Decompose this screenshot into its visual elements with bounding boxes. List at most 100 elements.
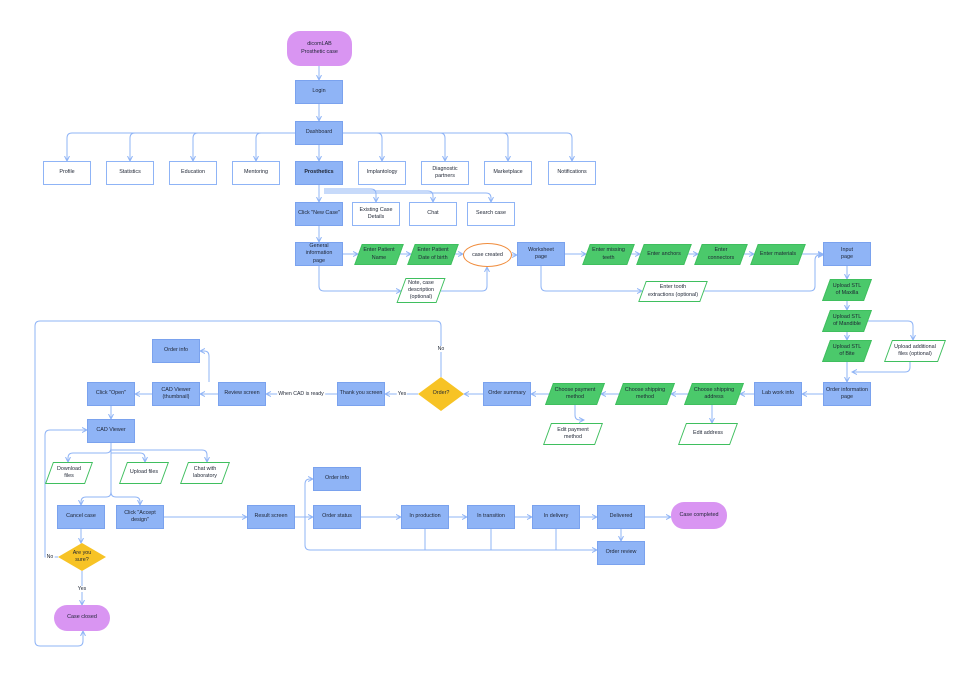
review-screen-step: Review screen [218,382,266,406]
edge-dashboard-branch [343,132,445,161]
choose-payment-method-label: Choose payment method [554,386,596,400]
enter-anchors-input: Enter anchors [636,244,692,265]
upload-stl-maxilla-input: Upload STL of Maxilla [821,279,873,301]
edge-result-order-info [304,479,313,517]
order-decision-label: Order? [432,390,450,397]
upload-additional-files-input: Upload additional files (optional) [883,340,947,362]
edge-prosthetics-chat [324,190,433,202]
download-files-label: Download files [57,465,81,479]
enter-patient-name-input: Enter Patient Name [354,244,404,265]
note-case-description-input: Note, case description (optional) [396,278,446,303]
choose-shipping-address-input: Choose shipping address [683,383,745,405]
profile-box: Profile [43,161,91,185]
choose-payment-method-input: Choose payment method [544,383,606,405]
dashboard-step: Dashboard [295,121,343,145]
choose-shipping-method-label: Choose shipping method [624,386,666,400]
click-new-case-step: Click "New Case" [295,202,343,226]
upload-stl-mandible-label: Upload STL of Mandible [832,313,862,327]
case-closed-end: Case closed [54,605,110,631]
edge-label-when-cad-ready: When CAD is ready [277,391,325,397]
enter-patient-dob-input: Enter Patient Date of birth [407,244,459,265]
enter-missing-teeth-label: Enter missing teeth [592,247,625,261]
upload-files-label: Upload files [129,469,159,476]
cancel-case-step: Cancel case [57,505,105,529]
order-info-bottom-step: Order info [313,467,361,491]
edit-payment-method-label: Edit payment method [557,426,589,440]
in-transition-step: In transition [467,505,515,529]
enter-connectors-input: Enter connectors [694,244,748,265]
edge-dashboard-branch [343,132,572,161]
edge-note-created [441,267,487,292]
choose-shipping-method-input: Choose shipping method [614,383,676,405]
enter-missing-teeth-input: Enter missing teeth [582,244,635,265]
edge-label-no-left: No [45,554,55,560]
enter-patient-dob-label: Enter Patient Date of birth [417,247,449,261]
edge-mandible-additional [868,320,913,340]
edit-address-input: Edit address [677,423,739,445]
enter-anchors-label: Enter anchors [647,250,681,257]
edge-confirm-no-loop [44,430,87,558]
edge-cad-download [68,443,112,462]
edge-cad-cancel [81,443,112,505]
edge-general-note [318,266,401,291]
edge-prosthetics-existing [324,188,376,202]
login-step: Login [295,80,343,104]
upload-stl-bite-label: Upload STL of Bite [832,343,862,357]
enter-materials-input: Enter materials [750,244,806,265]
upload-stl-maxilla-label: Upload STL of Maxilla [832,282,862,296]
edge-cad-chat [110,443,207,462]
edit-payment-method-input: Edit payment method [542,423,604,445]
edge-result-review [304,517,597,550]
edge-label-yes-order: Yes [396,391,408,397]
enter-materials-label: Enter materials [759,250,797,257]
input-page-step: Input page [823,242,871,266]
order-info-top-step: Order info [152,339,200,363]
thank-you-screen-step: Thank you screen [337,382,385,406]
implantology-box: Implantology [358,161,406,185]
prosthetics-step: Prosthetics [295,161,343,185]
delivered-step: Delivered [597,505,645,529]
dicomlab-prosthetic-case-start: dicomLAB Prosthetic case [287,31,352,66]
diagnostic-partners-box: Diagnostic partners [421,161,469,185]
edge-extractions-input [704,255,823,292]
edge-payment-edit [574,405,584,420]
chat-box: Chat [409,202,457,226]
enter-tooth-extractions-input: Enter tooth extractions (optional) [638,281,708,302]
order-review-step: Order review [597,541,645,565]
order-status-step: Order status [313,505,361,529]
chat-with-laboratory-label: Chat with laboratory [193,465,217,479]
edit-address-label: Edit address [693,430,723,437]
edge-dashboard-branch [343,132,508,161]
chat-with-laboratory-input: Chat with laboratory [179,462,231,484]
case-created-event: case created [463,243,512,267]
marketplace-box: Marketplace [484,161,532,185]
edge-cad-accept [110,443,140,505]
edge-worksheet-extractions [540,266,642,291]
edge-review-order-info [200,351,210,382]
cad-viewer-thumbnail-step: CAD Viewer (thumbnail) [152,382,200,406]
worksheet-page-step: Worksheet page [517,242,565,266]
edge-label-yes-bottom: Yes [76,586,88,592]
download-files-input: Download files [44,462,94,484]
in-delivery-step: In delivery [532,505,580,529]
mentoring-box: Mentoring [232,161,280,185]
result-screen-step: Result screen [247,505,295,529]
are-you-sure-decision: Are you sure? [58,543,106,571]
upload-stl-bite-input: Upload STL of Bite [821,340,873,362]
enter-tooth-extractions-label: Enter tooth extractions (optional) [647,284,699,298]
order-summary-step: Order summary [483,382,531,406]
enter-connectors-label: Enter connectors [707,247,735,261]
click-open-step: Click "Open" [87,382,135,406]
order-decision: Order? [418,377,464,411]
edge-decision-no-loop [34,320,442,647]
edge-additional-order-info [852,362,911,372]
click-accept-design-step: Click "Accept design" [116,505,164,529]
statistics-box: Statistics [106,161,154,185]
in-production-step: In production [401,505,449,529]
search-case-box: Search case [467,202,515,226]
edge-dashboard-branch [67,132,295,161]
are-you-sure-label: Are you sure? [72,549,92,563]
choose-shipping-address-label: Choose shipping address [693,386,735,400]
